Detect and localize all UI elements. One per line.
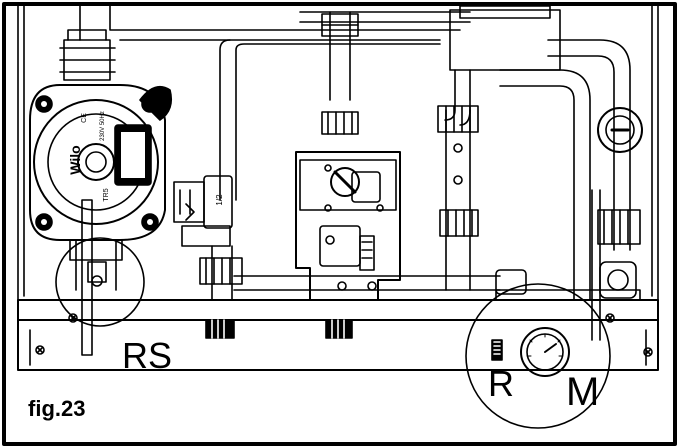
- air-vent: [597, 107, 643, 299]
- pump-rating-text: 230V 50Hz: [100, 111, 106, 141]
- figure-caption: fig.23: [28, 396, 86, 421]
- heating-pipe: [233, 105, 501, 291]
- safety-valve: [55, 199, 145, 356]
- pump-model-text: TR5: [103, 188, 110, 201]
- circulation-pump: Wilo CE 230V 50Hz TR5: [29, 29, 173, 291]
- pump-brand-text: Wilo: [67, 145, 83, 174]
- cold-water-fitting: [199, 245, 243, 339]
- callout-m-label: M: [566, 370, 600, 414]
- callout-r-label: R: [488, 363, 514, 404]
- valve-size-text: 1/2: [215, 194, 224, 206]
- gas-valve: [295, 11, 401, 339]
- callout-rs-label: RS: [122, 335, 173, 376]
- pressure-gauge: [465, 269, 641, 429]
- pump-ce-text: CE: [81, 113, 88, 123]
- background-pipework: [79, 5, 631, 301]
- right-bracket: [35, 189, 653, 357]
- bypass-valve: 1/2: [173, 175, 233, 247]
